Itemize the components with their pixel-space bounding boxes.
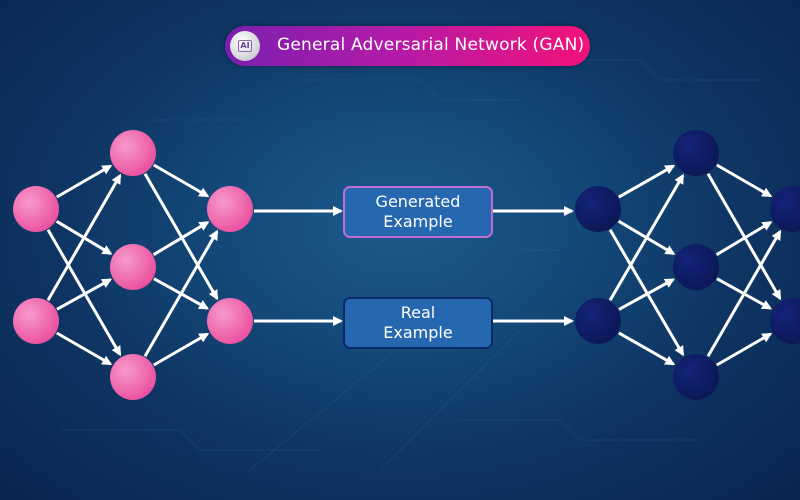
discriminator-node-l1-n2 <box>575 298 621 344</box>
discriminator-connection-arrow <box>706 229 782 357</box>
generator-node-l2-n2 <box>110 244 156 290</box>
generated-line2: Example <box>383 212 453 231</box>
generator-connection-arrow <box>153 332 210 367</box>
discriminator-connection-arrow <box>618 331 676 366</box>
ai-chip-icon: AI <box>230 31 260 61</box>
generator-connection-arrow <box>46 229 122 357</box>
generator-connection-arrow <box>152 221 210 256</box>
discriminator-connection-arrow <box>716 332 773 367</box>
discriminator-connection-arrow <box>715 221 773 256</box>
discriminator-connection-arrow <box>618 164 676 199</box>
discriminator-connection-arrow <box>608 228 685 357</box>
discriminator-connection-arrow <box>618 278 675 311</box>
generator-node-l2-n3 <box>110 354 156 400</box>
logo-text: AI <box>238 40 252 52</box>
generator-connection-arrow <box>143 229 219 357</box>
page-title: General Adversarial Network (GAN) <box>277 35 585 55</box>
generator-connection-arrow <box>56 164 113 199</box>
generator-node-l3-n2 <box>207 298 253 344</box>
real-line1: Real <box>400 303 436 322</box>
discriminator-node-l3-n2 <box>770 298 800 344</box>
generator-node-l1-n1 <box>13 186 59 232</box>
generator-connection-arrow <box>46 173 122 301</box>
generated-example-box: Generated Example <box>343 186 493 238</box>
discriminator-node-l2-n2 <box>673 244 719 290</box>
discriminator-node-l2-n1 <box>673 130 719 176</box>
generator-node-l2-n1 <box>110 130 156 176</box>
real-line2: Example <box>383 323 453 342</box>
discriminator-node-l2-n3 <box>673 354 719 400</box>
generator-connection-arrow <box>56 278 113 311</box>
generated-line1: Generated <box>375 192 461 211</box>
generator-connection-arrow <box>143 173 219 301</box>
generator-node-l1-n2 <box>13 298 59 344</box>
discriminator-connection-arrow <box>608 173 685 302</box>
discriminator-node-l3-n1 <box>770 186 800 232</box>
generator-node-l3-n1 <box>207 186 253 232</box>
real-example-box: Real Example <box>343 297 493 349</box>
generator-connection-arrow <box>153 163 210 198</box>
discriminator-node-l1-n1 <box>575 186 621 232</box>
generator-connection-arrow <box>56 331 113 366</box>
discriminator-connection-arrow <box>706 173 782 301</box>
discriminator-connection-arrow <box>716 163 773 198</box>
title-banner: AI General Adversarial Network (GAN) <box>225 26 590 66</box>
